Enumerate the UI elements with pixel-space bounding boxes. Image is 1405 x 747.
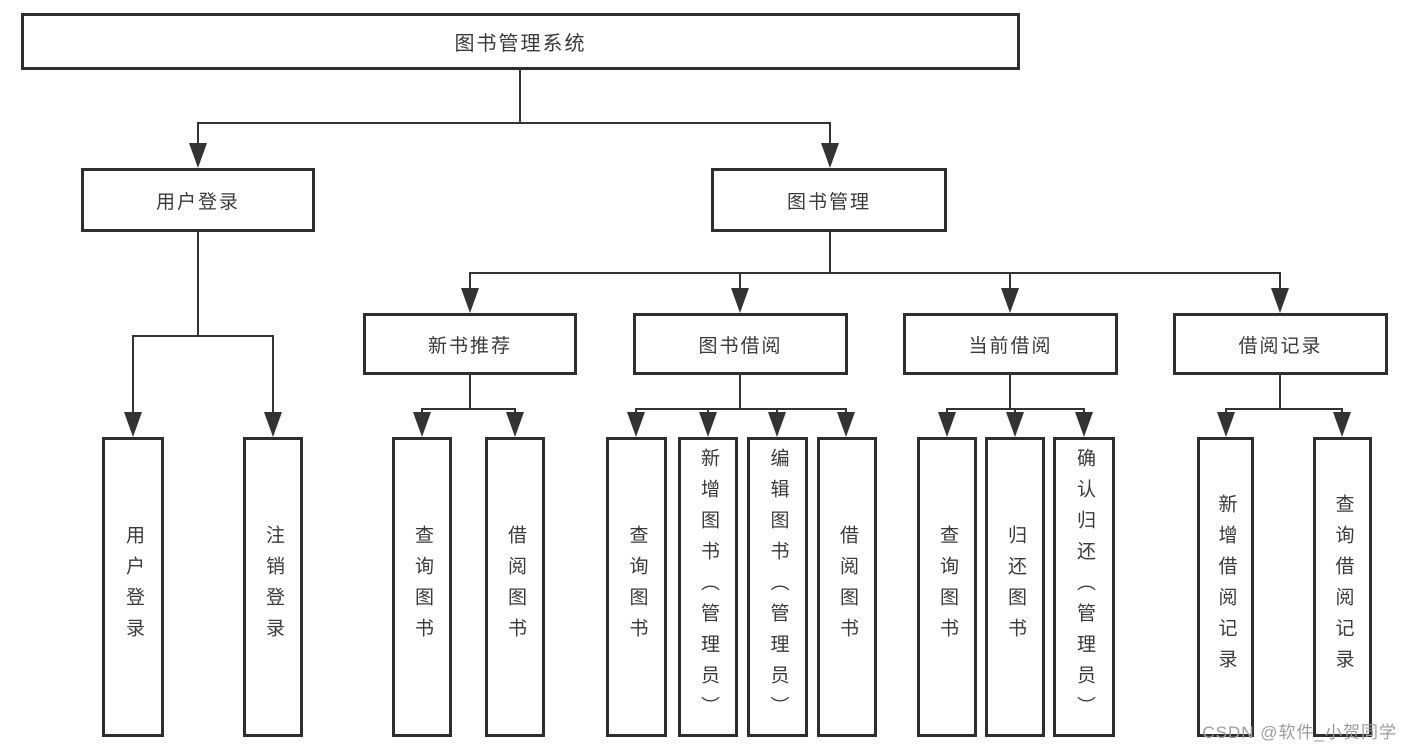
connector-vline [469, 272, 471, 290]
connector-vline [1009, 374, 1011, 408]
node-label: 图书管理系统 [454, 33, 587, 55]
leaf-label: 新增图书（管理员） [697, 447, 719, 727]
arrow-down-icon [264, 412, 282, 437]
leaf-label: 查询图书 [411, 525, 433, 649]
leaf-user-login: 用户登录 [102, 437, 164, 737]
leaf-edit-book-admin: 编辑图书（管理员） [747, 437, 808, 737]
node-new-book-recommendation: 新书推荐 [363, 313, 577, 375]
leaf-label: 新增借阅记录 [1215, 494, 1237, 680]
connector-vline [739, 272, 741, 290]
arrow-down-icon [821, 143, 839, 168]
connector-hline [1225, 408, 1343, 410]
connector-vline [197, 122, 199, 146]
connector-vline [132, 335, 134, 415]
arrow-down-icon [1271, 288, 1289, 313]
node-library-system: 图书管理系统 [21, 13, 1020, 70]
node-label: 借阅记录 [1238, 335, 1323, 357]
connector-vline [1279, 374, 1281, 408]
connector-vline [469, 374, 471, 408]
arrow-down-icon [1217, 412, 1235, 437]
arrow-down-icon [837, 412, 855, 437]
leaf-query-borrow-record: 查询借阅记录 [1313, 437, 1372, 737]
arrow-down-icon [189, 143, 207, 168]
leaf-label: 注销登录 [262, 525, 284, 649]
connector-vline [1279, 272, 1281, 290]
watermark: CSDN @软件_小贺同学 [1202, 723, 1397, 742]
arrow-down-icon [1075, 412, 1093, 437]
arrow-down-icon [1001, 288, 1019, 313]
arrow-down-icon [938, 412, 956, 437]
leaf-label: 查询借阅记录 [1332, 494, 1354, 680]
arrow-down-icon [731, 288, 749, 313]
connector-vline [197, 231, 199, 335]
node-label: 图书借阅 [698, 335, 783, 357]
arrow-down-icon [413, 412, 431, 437]
node-user-login: 用户登录 [81, 168, 315, 232]
node-label: 图书管理 [786, 191, 871, 213]
arrow-down-icon [627, 412, 645, 437]
leaf-label: 查询图书 [936, 525, 958, 649]
node-borrowing-records: 借阅记录 [1173, 313, 1388, 375]
node-book-management: 图书管理 [711, 168, 947, 232]
arrow-down-icon [506, 412, 524, 437]
connector-vline [829, 122, 831, 146]
node-label: 用户登录 [155, 191, 240, 213]
arrow-down-icon [1006, 412, 1024, 437]
node-book-borrowing: 图书借阅 [633, 313, 848, 375]
connector-hline [421, 408, 516, 410]
leaf-label: 借阅图书 [836, 525, 858, 649]
node-label: 当前借阅 [968, 335, 1053, 357]
leaf-borrow-books-borrowing: 借阅图书 [817, 437, 877, 737]
leaf-query-books-borrowing: 查询图书 [606, 437, 667, 737]
connector-vline [829, 231, 831, 272]
node-label: 新书推荐 [427, 335, 512, 357]
leaf-label: 借阅图书 [504, 525, 526, 649]
leaf-borrow-books-recommend: 借阅图书 [485, 437, 545, 737]
connector-hline [469, 272, 1281, 274]
connector-vline [1009, 272, 1011, 290]
connector-hline [635, 408, 847, 410]
leaf-return-books: 归还图书 [985, 437, 1045, 737]
leaf-label: 确认归还（管理员） [1073, 447, 1095, 727]
leaf-query-books-current: 查询图书 [917, 437, 977, 737]
leaf-add-borrow-record: 新增借阅记录 [1197, 437, 1254, 737]
connector-vline [519, 69, 521, 122]
connector-vline [739, 374, 741, 408]
leaf-add-book-admin: 新增图书（管理员） [678, 437, 738, 737]
arrow-down-icon [768, 412, 786, 437]
leaf-logout-login: 注销登录 [243, 437, 303, 737]
node-current-borrowing: 当前借阅 [903, 313, 1118, 375]
arrow-down-icon [1333, 412, 1351, 437]
leaf-label: 查询图书 [626, 525, 648, 649]
connector-hline [197, 122, 831, 124]
arrow-down-icon [461, 288, 479, 313]
arrow-down-icon [124, 412, 142, 437]
connector-vline [272, 335, 274, 415]
leaf-confirm-return-admin: 确认归还（管理员） [1053, 437, 1115, 737]
arrow-down-icon [699, 412, 717, 437]
connector-hline [132, 335, 274, 337]
leaf-label: 归还图书 [1004, 525, 1026, 649]
leaf-label: 用户登录 [122, 525, 144, 649]
leaf-query-books-recommend: 查询图书 [392, 437, 452, 737]
leaf-label: 编辑图书（管理员） [767, 447, 789, 727]
